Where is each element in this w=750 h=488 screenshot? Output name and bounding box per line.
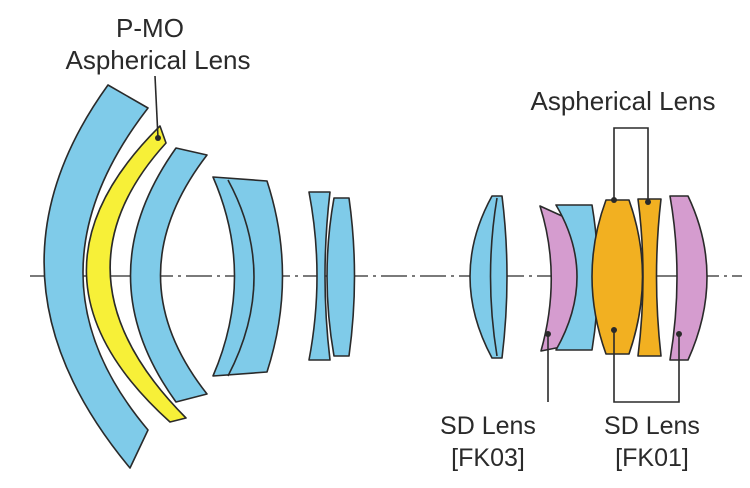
pmo-leader-line — [154, 75, 159, 139]
aspherical-dot-1 — [611, 197, 617, 203]
pmo-leader-dot — [155, 135, 161, 141]
lens-meniscus-2 — [129, 147, 208, 403]
pmo-label-line2: Aspherical Lens — [66, 45, 251, 75]
pmo-label-line1: P-MO — [116, 13, 184, 43]
lens-sd-fk01 — [669, 195, 708, 361]
sd-fk01-dot-2 — [676, 331, 682, 337]
lens-biconvex-3 — [212, 176, 284, 377]
sd-fk03-label-line1: SD Lens — [440, 412, 536, 440]
lens-5-cement-line — [489, 197, 498, 357]
lens-biconvex-4b — [326, 197, 356, 357]
aspherical-bracket — [613, 127, 649, 202]
lens-aspherical-1 — [591, 199, 644, 355]
sd-fk01-label-line2: [FK01] — [615, 444, 689, 472]
sd-fk01-dot-1 — [611, 327, 617, 333]
lens-pmo-aspherical — [85, 125, 187, 423]
sd-fk01-label-line1: SD Lens — [604, 412, 700, 440]
aspherical-label: Aspherical Lens — [531, 86, 716, 116]
sd-fk01-bracket — [613, 330, 680, 403]
lens-aspherical-2 — [637, 198, 662, 357]
lens-3-cement-line — [227, 179, 255, 377]
sd-fk03-dot — [545, 331, 551, 337]
aspherical-dot-2 — [645, 199, 651, 205]
sd-fk03-label-line2: [FK03] — [451, 444, 525, 472]
lens-front-meniscus — [43, 84, 149, 469]
lens-cemented-5 — [469, 195, 508, 359]
lens-biconcave-4a — [308, 191, 331, 361]
